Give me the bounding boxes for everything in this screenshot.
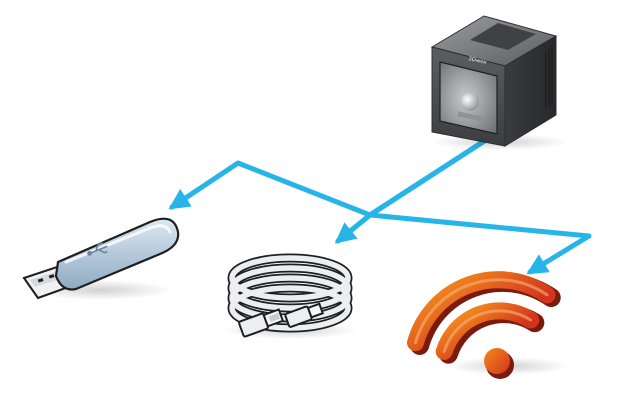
arrow-to-wifi	[367, 133, 592, 275]
usb-flash-drive-icon	[22, 217, 180, 300]
connector-lines	[168, 133, 592, 275]
3d-printer-icon: 3Dwox	[430, 15, 570, 150]
arrow-to-usb-drive	[168, 133, 495, 218]
usb-cable-icon	[222, 253, 358, 339]
printer-brand-label: 3Dwox	[468, 56, 488, 66]
wifi-icon	[406, 271, 568, 379]
